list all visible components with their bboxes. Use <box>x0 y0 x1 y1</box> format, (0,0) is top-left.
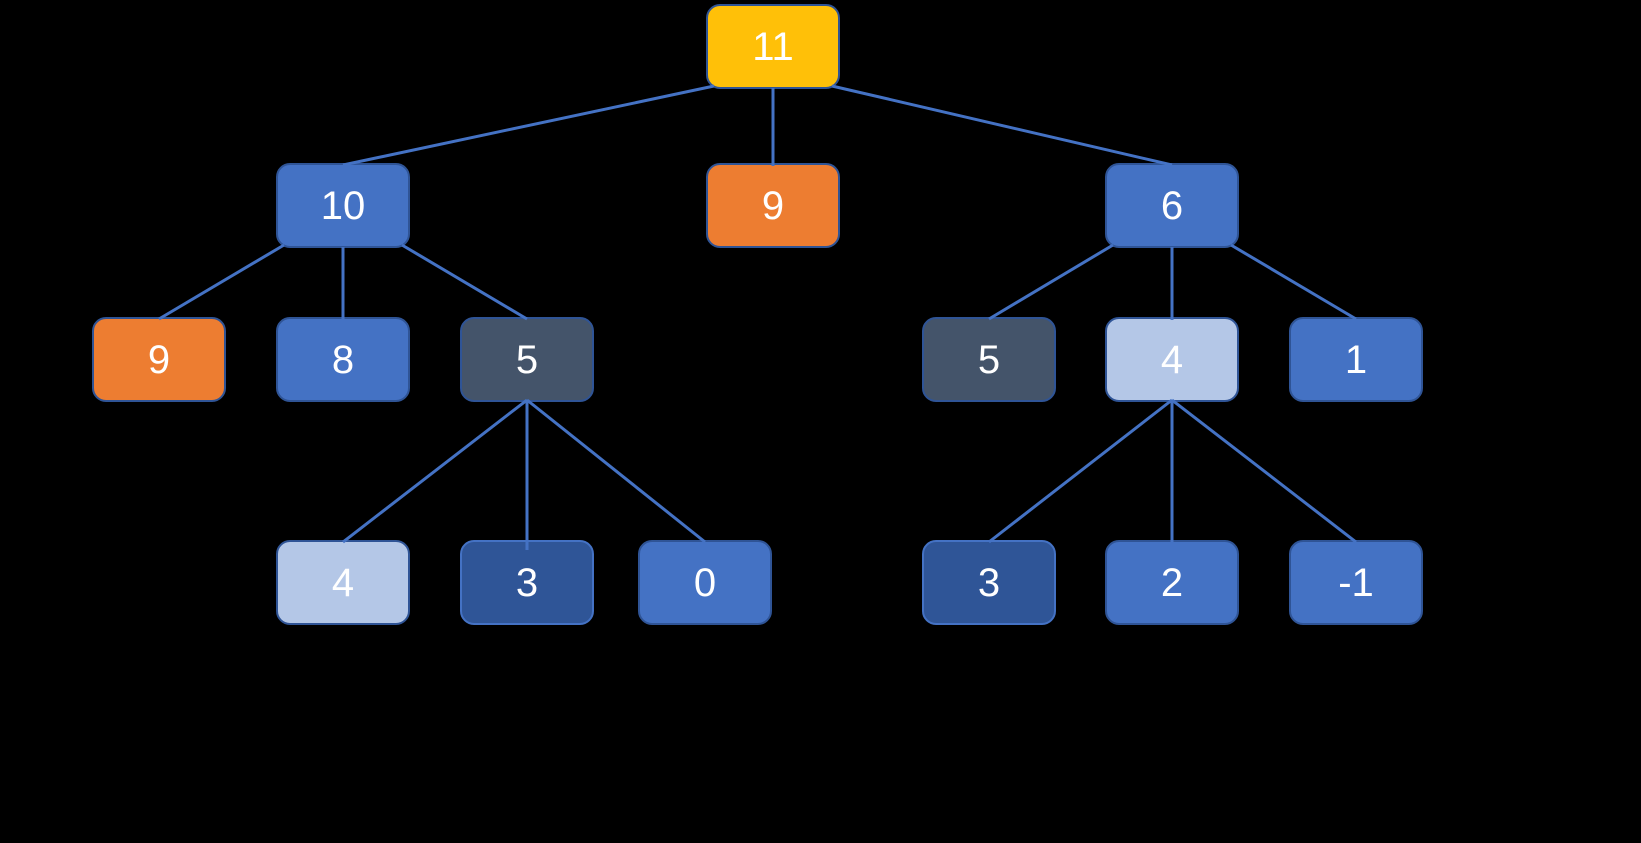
tree-node-n-neg1: -1 <box>1289 540 1423 625</box>
tree-node-n3-left: 3 <box>460 540 594 625</box>
tree-node-n8: 8 <box>276 317 410 402</box>
tree-node-n4-left: 4 <box>276 540 410 625</box>
tree-node-n0: 0 <box>638 540 772 625</box>
tree-node-n9-left: 9 <box>92 317 226 402</box>
tree-node-n9-mid: 9 <box>706 163 840 248</box>
tree-node-n11: 11 <box>706 4 840 89</box>
tree-node-n5-right: 5 <box>922 317 1056 402</box>
tree-node-n10: 10 <box>276 163 410 248</box>
tree-node-n2: 2 <box>1105 540 1239 625</box>
tree-node-n5-left: 5 <box>460 317 594 402</box>
tree-node-n4-right: 4 <box>1105 317 1239 402</box>
tree-node-n6: 6 <box>1105 163 1239 248</box>
tree-node-n3-right: 3 <box>922 540 1056 625</box>
tree-node-n1: 1 <box>1289 317 1423 402</box>
